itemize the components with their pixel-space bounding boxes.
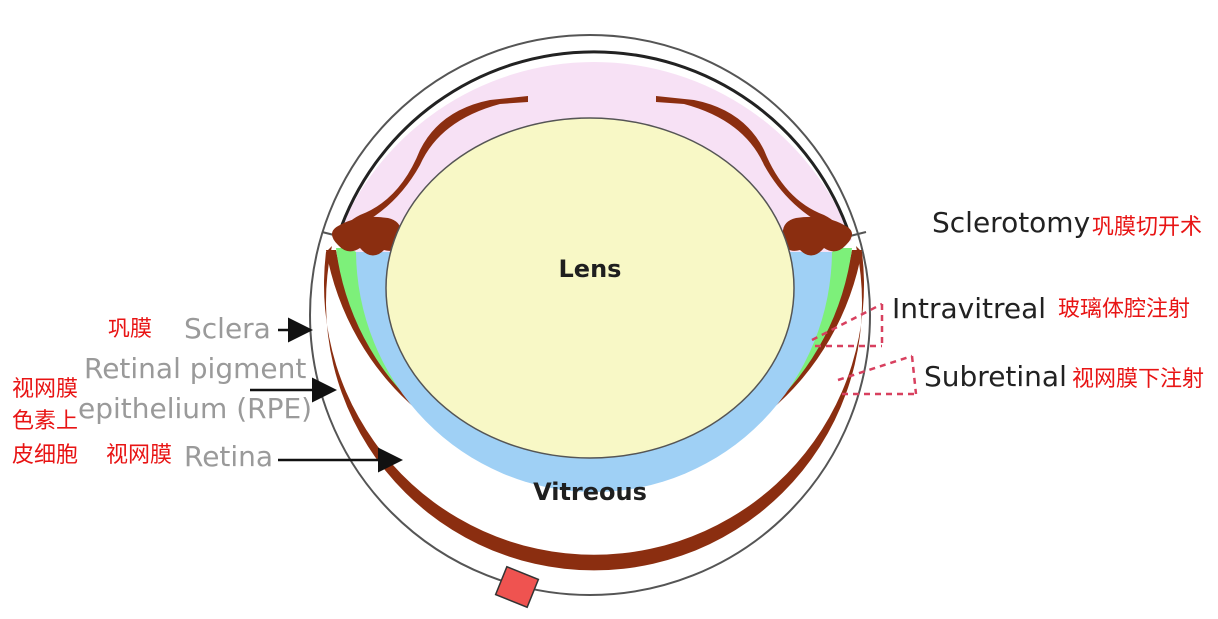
sclera-label-zh: 巩膜 <box>108 317 152 342</box>
intravitreal-label: Intravitreal <box>892 292 1046 325</box>
retina-label-zh: 视网膜 <box>106 443 172 468</box>
rpe-label-line1: Retinal pigment <box>84 352 306 385</box>
sclera-label: Sclera <box>184 312 271 345</box>
ciliary-processes-right <box>782 216 853 256</box>
rpe-label-line2: epithelium (RPE) <box>78 392 312 425</box>
rpe-label-zh-2: 色素上 <box>12 409 78 434</box>
subretinal-label-zh: 视网膜下注射 <box>1072 367 1204 392</box>
subretinal-injection <box>837 354 918 396</box>
intravitreal-injection <box>811 302 884 348</box>
lens-label: Lens <box>559 255 622 283</box>
rpe-label-zh-3: 皮细胞 <box>12 443 78 468</box>
retina-label: Retina <box>184 440 273 473</box>
rpe-label-zh-1: 视网膜 <box>12 377 78 402</box>
anterior-top-outline <box>336 50 852 237</box>
sclerotomy-label: Sclerotomy <box>932 206 1090 239</box>
vitreous-label: Vitreous <box>533 478 647 506</box>
subretinal-label: Subretinal <box>924 360 1067 393</box>
ciliary-processes-left <box>331 216 402 256</box>
ciliary-body-left <box>344 96 528 238</box>
ciliary-body-right <box>656 96 840 238</box>
sclerotomy-label-zh: 巩膜切开术 <box>1092 215 1202 240</box>
sclerotomy-slit-right <box>849 231 867 237</box>
optic-marker <box>494 565 540 609</box>
lens <box>385 117 795 459</box>
intravitreal-label-zh: 玻璃体腔注射 <box>1058 297 1190 322</box>
